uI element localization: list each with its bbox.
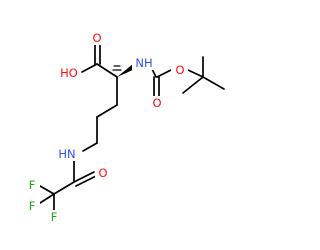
bond-carbonyl-to-cf3 (53, 181, 75, 195)
bond-beta-to-gamma (96, 104, 118, 118)
bond-cooh-to-alpha-carbon (96, 63, 118, 78)
structure-diagram: O HO NH O O HN O F F F (25, 31, 225, 224)
bond-ester-o-to-tbu (187, 69, 204, 78)
bond-delta-to-amide-n (82, 142, 98, 152)
atom-alpha-nh: NH (135, 56, 152, 70)
bond-tbu-left (182, 76, 204, 94)
atom-fluorine-1: F (29, 178, 36, 192)
bond-carbonyl-to-o-a (73, 171, 95, 183)
atom-label-layer: O HO NH O O HN O F F F (25, 31, 188, 224)
wedge-bond-alpha-to-nh (117, 64, 135, 77)
atom-fluorine-2: F (29, 199, 36, 213)
bond-carbonyl-to-o-b (75, 175, 97, 187)
atom-carboxyl-oxygen: O (92, 31, 101, 45)
atom-amide-oxygen: O (98, 166, 107, 180)
bond-cf3-to-f1 (39, 185, 55, 195)
atom-boc-ester-oxygen: O (175, 63, 184, 77)
bond-tbu-right (202, 76, 225, 90)
bond-cooh-to-hydroxyl (81, 63, 98, 73)
atom-amide-nh: HN (58, 147, 75, 161)
atom-boc-carbonyl-oxygen: O (152, 96, 161, 110)
bond-cf3-to-f2 (39, 193, 55, 204)
bond-boc-carbon-to-ester-o (156, 69, 172, 78)
atom-fluorine-3: F (51, 210, 58, 224)
bond-layer (39, 44, 225, 211)
atom-hydroxyl: HO (60, 66, 78, 80)
